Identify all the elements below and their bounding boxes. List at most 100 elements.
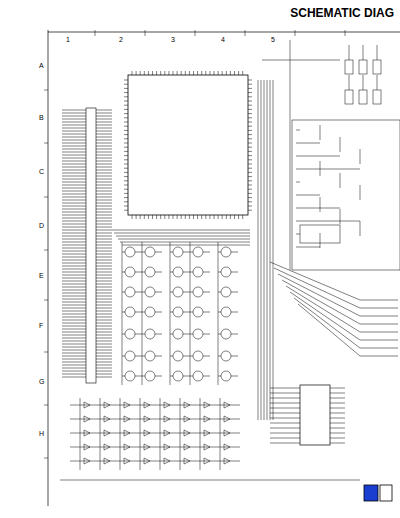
diode-symbol — [144, 416, 150, 422]
wire — [155, 334, 162, 335]
ic-pin — [144, 215, 145, 219]
wire — [183, 312, 190, 313]
wire — [298, 304, 360, 356]
transistor-symbol — [221, 307, 231, 317]
connector-lead — [96, 362, 112, 363]
wire — [183, 376, 190, 377]
wire — [218, 356, 221, 357]
wire — [122, 312, 125, 313]
ic-pin — [248, 88, 252, 89]
ic-pin — [193, 215, 194, 219]
connector-lead — [62, 248, 86, 249]
connector-lead — [96, 272, 112, 273]
frame-line — [48, 30, 49, 506]
resistor-symbol — [373, 90, 381, 104]
connector-lead — [62, 245, 86, 246]
connector-lead — [62, 176, 86, 177]
ic-pin — [124, 155, 128, 156]
ic-pin — [185, 71, 186, 75]
wire — [203, 376, 210, 377]
transistor-symbol — [221, 371, 231, 381]
ic-pin — [168, 215, 169, 219]
ic-pin — [205, 71, 206, 75]
transistor-symbol — [145, 351, 155, 361]
bus-line — [116, 236, 250, 237]
wire — [170, 252, 173, 253]
ic-pin — [248, 172, 252, 173]
diode-symbol — [124, 430, 130, 436]
connector-lead — [96, 344, 112, 345]
connector-lead — [62, 299, 86, 300]
ic-pin — [201, 71, 202, 75]
ic-pin — [248, 92, 252, 93]
connector-lead — [62, 179, 86, 180]
wire — [231, 356, 238, 357]
wire — [218, 376, 221, 377]
grid-reference: G — [38, 378, 45, 385]
resistor-symbol — [345, 60, 353, 74]
wire — [142, 242, 143, 385]
circuit-region — [292, 120, 400, 270]
connector-lead — [96, 356, 112, 357]
ic-pin — [242, 215, 243, 219]
connector-lead — [96, 299, 112, 300]
diode-symbol — [124, 416, 130, 422]
connector-lead — [62, 224, 86, 225]
connector-lead — [62, 227, 86, 228]
ic-pin — [248, 159, 252, 160]
ic-pin — [330, 438, 345, 439]
wire — [122, 292, 125, 293]
wire — [122, 272, 125, 273]
connector-lead — [96, 164, 112, 165]
connector-lead — [96, 335, 112, 336]
connector-lead — [62, 152, 86, 153]
transistor-symbol — [173, 371, 183, 381]
diode-symbol — [104, 416, 110, 422]
connector-lead — [96, 221, 112, 222]
connector-lead — [62, 287, 86, 288]
grid-reference: 1 — [65, 36, 71, 43]
matrix-row — [70, 433, 240, 434]
ic-pin — [124, 176, 128, 177]
connector-lead — [96, 155, 112, 156]
ic-pin — [132, 215, 133, 219]
connector-lead — [62, 257, 86, 258]
ic-pin — [248, 210, 252, 211]
matrix-column — [180, 398, 181, 470]
connector-lead — [62, 311, 86, 312]
wire — [190, 334, 193, 335]
transistor-symbol — [145, 247, 155, 257]
ic-pin — [330, 433, 345, 434]
connector-lead — [96, 131, 112, 132]
wire — [231, 376, 238, 377]
connector-lead — [96, 242, 112, 243]
connector-lead — [96, 182, 112, 183]
connector-lead — [62, 263, 86, 264]
transistor-symbol — [173, 267, 183, 277]
grid-reference: H — [38, 430, 45, 437]
ic-pin — [270, 418, 300, 419]
connector-lead — [96, 161, 112, 162]
wire — [183, 334, 190, 335]
ic-pin — [124, 180, 128, 181]
diode-symbol — [84, 416, 90, 422]
diode-symbol — [84, 430, 90, 436]
diode-symbol — [184, 430, 190, 436]
connector-lead — [62, 284, 86, 285]
connector-lead — [62, 236, 86, 237]
ic-pin — [238, 215, 239, 219]
bus-line — [264, 80, 265, 420]
ic-pin — [124, 189, 128, 190]
ic-pin — [248, 96, 252, 97]
connector-lead — [96, 317, 112, 318]
ic-pin — [177, 215, 178, 219]
connector-lead — [96, 305, 112, 306]
diode-symbol — [204, 444, 210, 450]
page-marker — [380, 485, 392, 501]
wire — [183, 272, 190, 273]
ic-pin — [248, 143, 252, 144]
connector-lead — [62, 194, 86, 195]
connector-lead — [96, 275, 112, 276]
ic-pin — [270, 403, 300, 404]
transistor-symbol — [145, 371, 155, 381]
